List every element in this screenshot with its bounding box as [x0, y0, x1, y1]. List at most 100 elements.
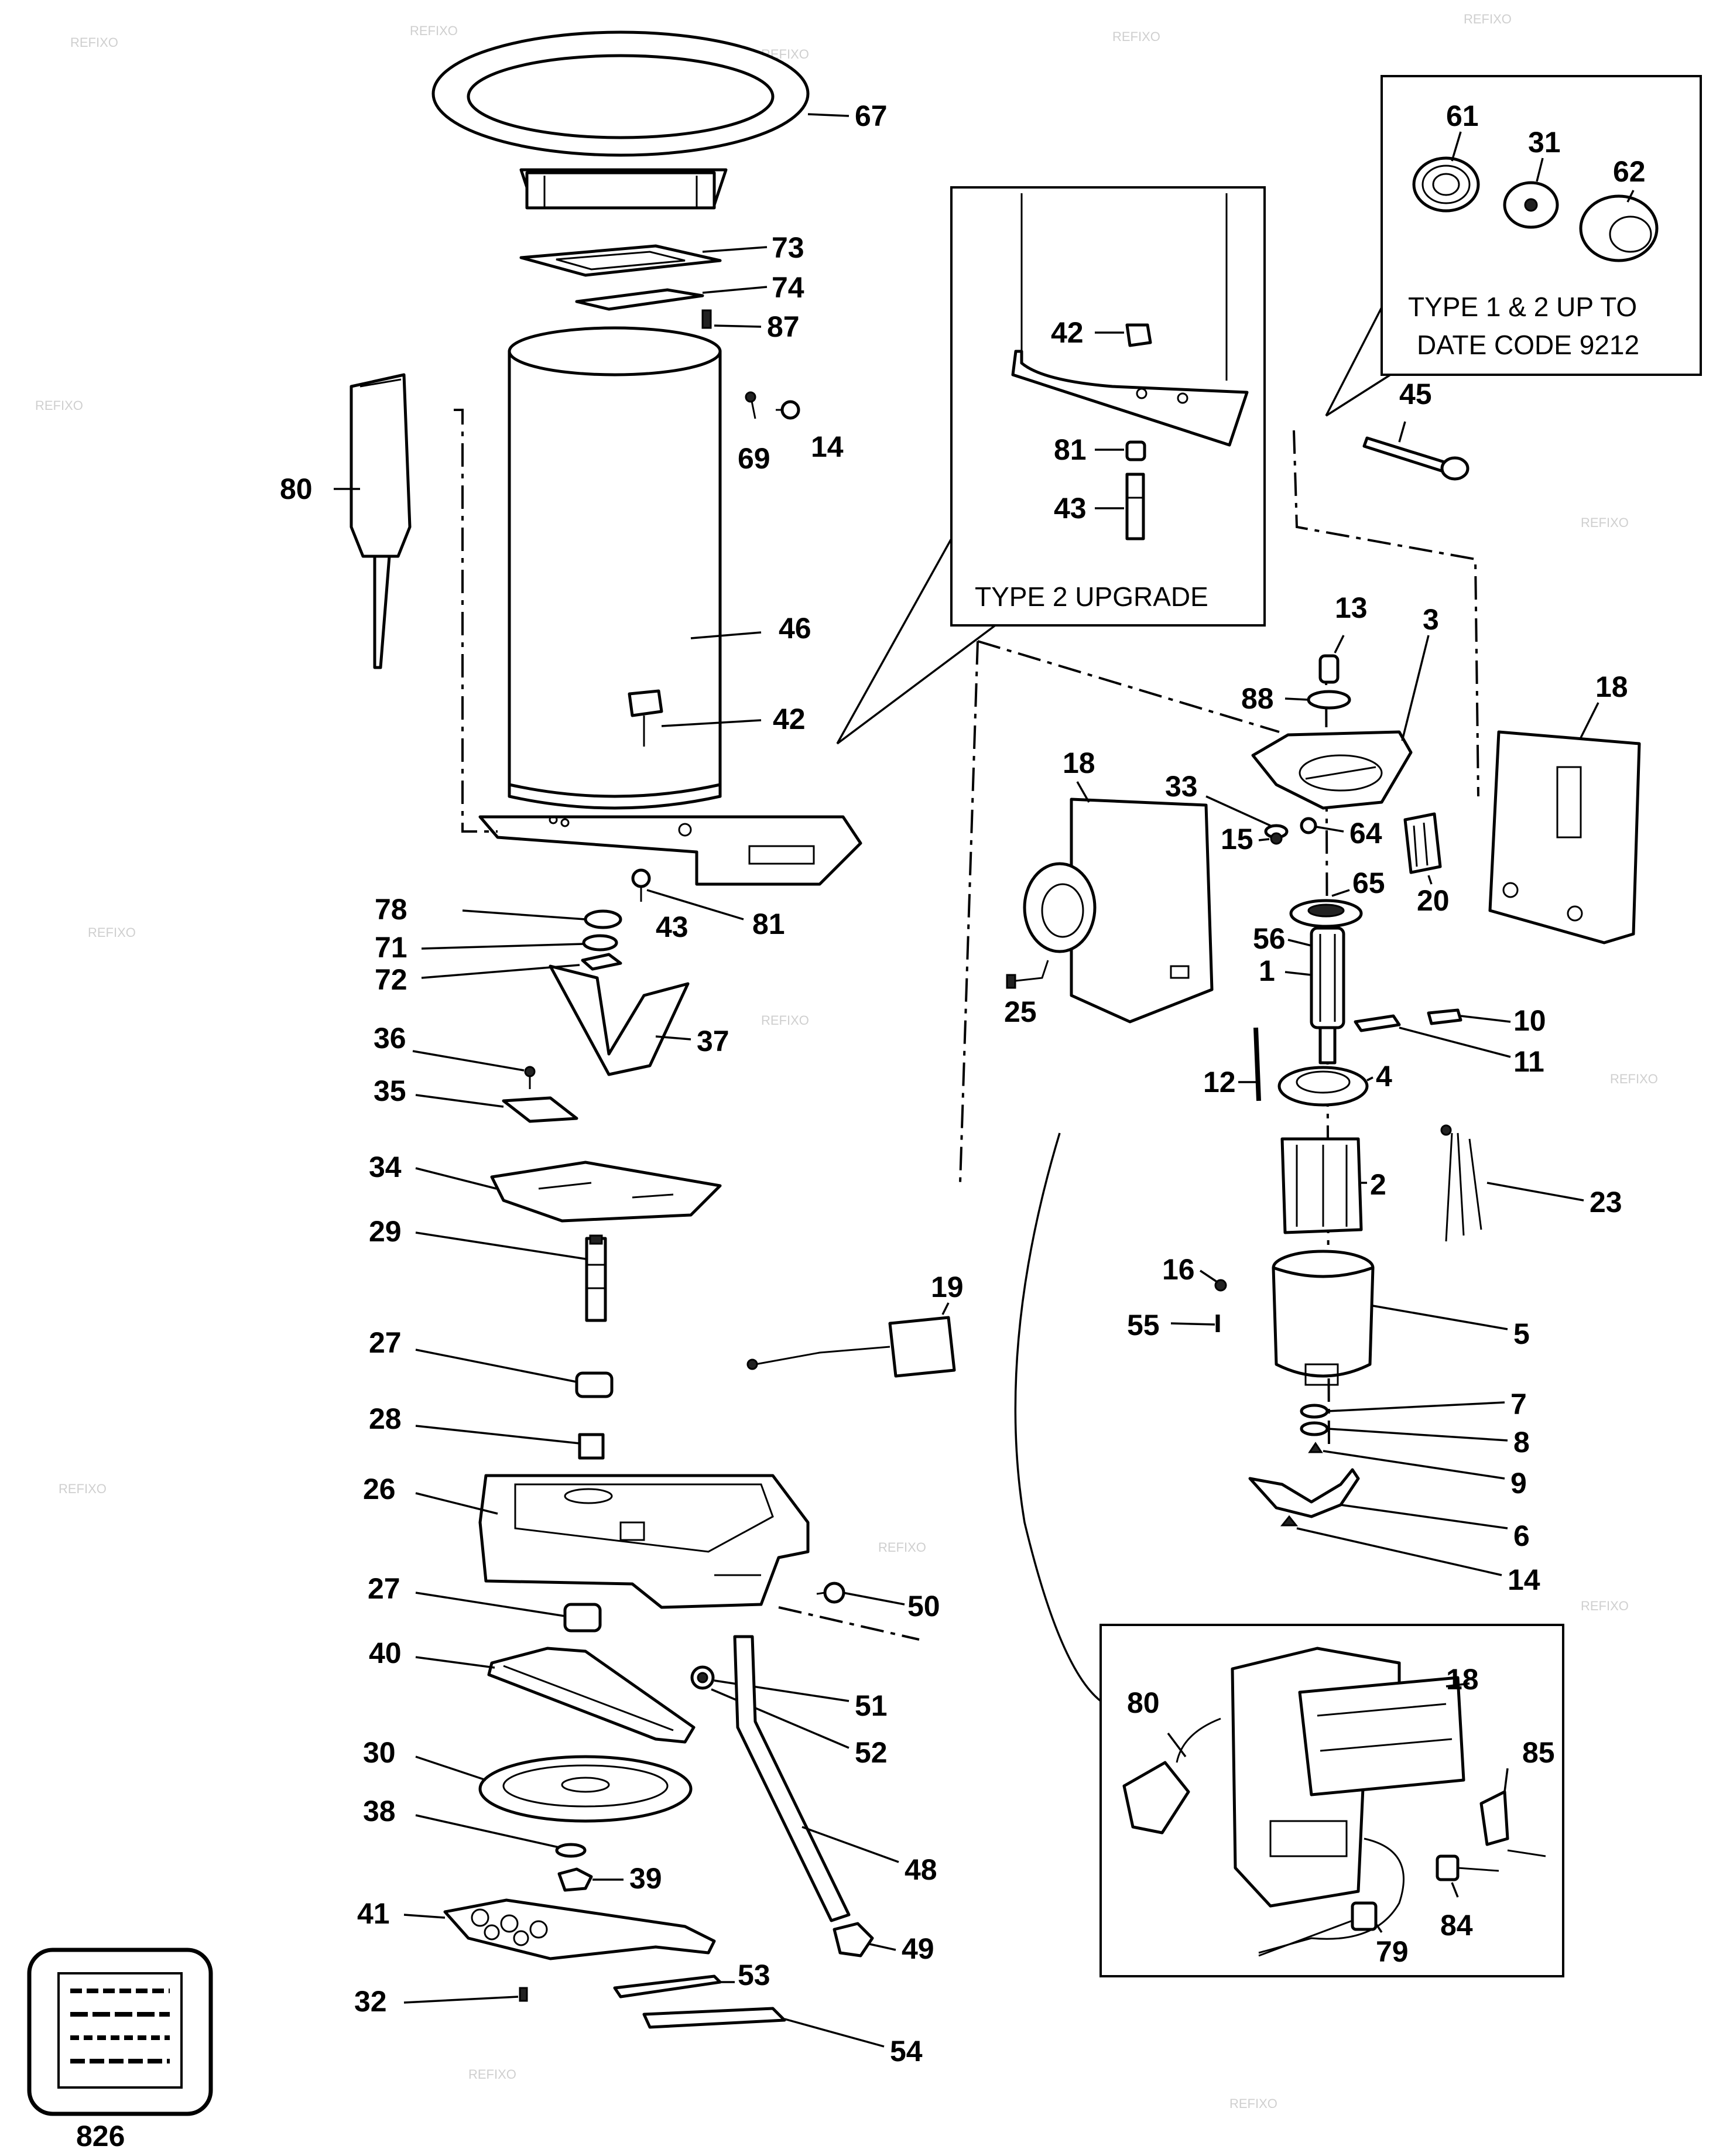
part-85-clamp: [1479, 1790, 1546, 1857]
part-33-15-screw: [1264, 824, 1289, 845]
label-81-left: 81: [752, 908, 785, 940]
label-54: 54: [890, 2035, 923, 2068]
part-35-plate: [502, 1096, 578, 1123]
label-32: 32: [354, 1985, 387, 2018]
label-16: 16: [1162, 1253, 1195, 1286]
part-29-shaft: [585, 1234, 607, 1322]
label-81-upgrade: 81: [1054, 433, 1087, 466]
label-42-left: 42: [773, 703, 806, 735]
label-65: 65: [1352, 867, 1385, 899]
label-18-left: 18: [1063, 747, 1095, 779]
label-84: 84: [1440, 1909, 1473, 1942]
part-80-plug: [350, 373, 412, 669]
watermark-text: REFIXO: [410, 23, 458, 38]
watermark-text: REFIXO: [59, 1481, 107, 1496]
label-40: 40: [369, 1637, 402, 1669]
label-67: 67: [855, 100, 888, 132]
watermark-text: REFIXO: [1610, 1072, 1658, 1086]
label-62: 62: [1613, 155, 1646, 188]
label-35: 35: [374, 1074, 406, 1107]
part-40-belt: [487, 1647, 696, 1744]
part-65-fan: [1289, 899, 1363, 928]
part-14-screw-top: [776, 400, 800, 420]
part-32-screw: [519, 1987, 528, 2002]
label-7: 7: [1510, 1388, 1527, 1421]
part-4-bearing: [1277, 1066, 1369, 1107]
part-49-cap: [833, 1922, 874, 1957]
part-54-bracket: [642, 2007, 786, 2029]
part-9-pin: [1308, 1442, 1323, 1453]
label-51: 51: [855, 1689, 888, 1722]
part-5-motor-housing: [1272, 1250, 1375, 1386]
part-71-washer: [582, 934, 618, 952]
label-10: 10: [1513, 1004, 1546, 1037]
label-50: 50: [907, 1590, 940, 1623]
label-45: 45: [1399, 378, 1432, 410]
part-51-52-bolt: [690, 1665, 715, 1690]
label-69: 69: [738, 442, 770, 475]
part-7-washer: [1300, 1404, 1329, 1419]
part-39-nut: [557, 1867, 593, 1892]
label-43-left: 43: [656, 911, 688, 943]
label-11: 11: [1513, 1045, 1544, 1078]
watermark-text: REFIXO: [1581, 1599, 1629, 1613]
part-18-brush-holder-left: [1023, 798, 1214, 1024]
part-37-chute: [549, 964, 690, 1076]
part-27-bearing-top: [575, 1371, 614, 1398]
part-6-fan-blade: [1248, 1468, 1360, 1518]
label-61: 61: [1446, 100, 1479, 132]
label-2: 2: [1370, 1168, 1386, 1201]
type-2-upgrade-box: [836, 186, 1266, 745]
label-28: 28: [369, 1402, 402, 1435]
part-27-bearing-bottom: [563, 1603, 602, 1633]
label-88: 88: [1241, 682, 1274, 715]
part-38-washer: [555, 1843, 587, 1858]
part-84-screw: [1436, 1854, 1499, 1881]
label-9: 9: [1510, 1467, 1527, 1500]
part-34-disc: [490, 1161, 722, 1223]
part-64-washer: [1300, 817, 1317, 834]
label-20: 20: [1417, 884, 1450, 917]
part-43-bolt-upgrade: [1125, 473, 1145, 540]
watermark-text: REFIXO: [70, 35, 118, 50]
part-69-spring: [745, 391, 756, 419]
label-80-left: 80: [280, 473, 313, 505]
part-72-washer: [581, 953, 622, 971]
label-29: 29: [369, 1215, 402, 1248]
label-13: 13: [1335, 591, 1368, 624]
watermark-layer: REFIXO REFIXO REFIXO REFIXO REFIXO REFIX…: [35, 12, 1658, 2111]
part-20-brush: [1403, 812, 1442, 874]
label-55: 55: [1127, 1309, 1160, 1341]
label-87: 87: [767, 310, 800, 343]
label-1: 1: [1259, 954, 1275, 987]
part-36-screw: [524, 1066, 536, 1089]
part-10-11-clip: [1354, 1008, 1462, 1032]
label-53: 53: [738, 1959, 770, 1991]
part-50-screw: [816, 1582, 845, 1604]
part-31-washer: [1503, 181, 1559, 229]
part-3-gear-bracket: [1251, 730, 1413, 810]
label-36: 36: [374, 1022, 406, 1055]
part-28-bushing: [578, 1433, 605, 1460]
watermark-text: REFIXO: [1581, 515, 1629, 530]
label-34: 34: [369, 1151, 402, 1183]
part-8-washer: [1300, 1421, 1329, 1436]
part-16-screw: [1214, 1279, 1227, 1292]
part-19-switch: [746, 1316, 956, 1378]
part-2-field: [1280, 1137, 1363, 1234]
label-6: 6: [1513, 1520, 1530, 1552]
label-14-top: 14: [811, 430, 844, 463]
label-43-upgrade: 43: [1054, 492, 1087, 525]
part-74-gasket: [575, 288, 704, 311]
label-37: 37: [697, 1025, 729, 1058]
part-26-base-housing: [478, 1474, 810, 1609]
page-number: 826: [76, 2120, 125, 2152]
label-27-bottom: 27: [368, 1572, 400, 1605]
watermark-text: REFIXO: [35, 398, 83, 413]
part-61-spring: [1412, 156, 1480, 213]
label-46: 46: [779, 612, 811, 645]
label-18-right: 18: [1595, 670, 1628, 703]
label-4: 4: [1376, 1060, 1392, 1093]
note-type-2-upgrade: TYPE 2 UPGRADE: [975, 581, 1208, 612]
